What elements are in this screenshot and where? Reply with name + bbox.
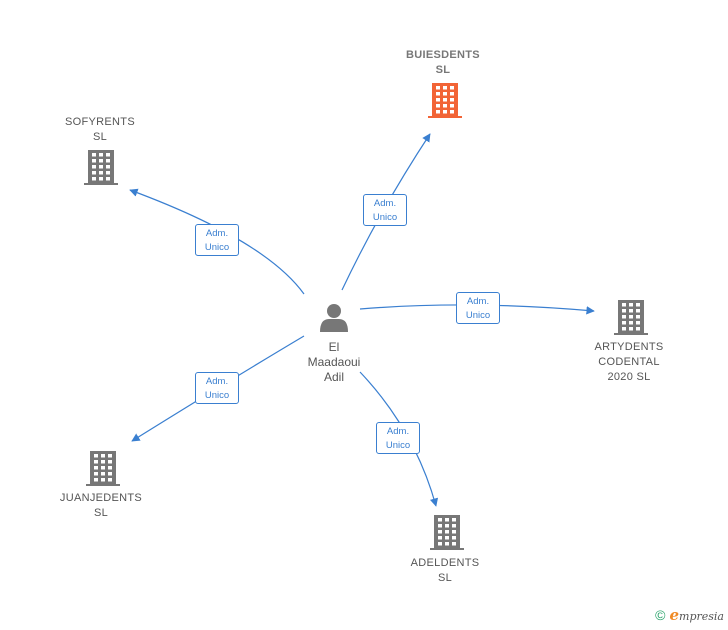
node-label-adeldents[interactable]: ADELDENTS SL bbox=[410, 557, 480, 584]
brand-logo-text: mpresia bbox=[679, 610, 724, 623]
building-icon-sofyrents[interactable] bbox=[84, 150, 118, 185]
building-icon-juanjedents[interactable] bbox=[86, 451, 120, 486]
relation-label-buiesdents[interactable]: Adm. Unico bbox=[363, 194, 407, 226]
node-label-sofyrents[interactable]: SOFYRENTS SL bbox=[65, 116, 135, 143]
building-icon-adeldents[interactable] bbox=[430, 515, 464, 550]
brand-logo-initial: e bbox=[669, 606, 680, 624]
node-label-juanjedents[interactable]: JUANJEDENTS SL bbox=[59, 492, 143, 519]
node-label-buiesdents[interactable]: BUIESDENTS SL bbox=[406, 49, 480, 76]
relation-label-sofyrents[interactable]: Adm. Unico bbox=[195, 224, 239, 256]
icons-layer bbox=[84, 83, 648, 550]
footer-brand[interactable]: ©empresia bbox=[655, 606, 724, 624]
edges-layer bbox=[129, 133, 595, 507]
center-person-label[interactable]: El Maadaoui Adil bbox=[307, 340, 361, 384]
relation-label-adeldents[interactable]: Adm. Unico bbox=[376, 422, 420, 454]
person-icon[interactable] bbox=[320, 304, 348, 332]
relation-label-juanjedents[interactable]: Adm. Unico bbox=[195, 372, 239, 404]
building-icon-artydents[interactable] bbox=[614, 300, 648, 335]
relation-label-artydents[interactable]: Adm. Unico bbox=[456, 292, 500, 324]
copyright-symbol: © bbox=[655, 607, 666, 623]
building-icon-buiesdents[interactable] bbox=[428, 83, 462, 118]
edge-sofyrents bbox=[129, 188, 305, 295]
node-label-artydents[interactable]: ARTYDENTS CODENTAL 2020 SL bbox=[594, 341, 664, 383]
